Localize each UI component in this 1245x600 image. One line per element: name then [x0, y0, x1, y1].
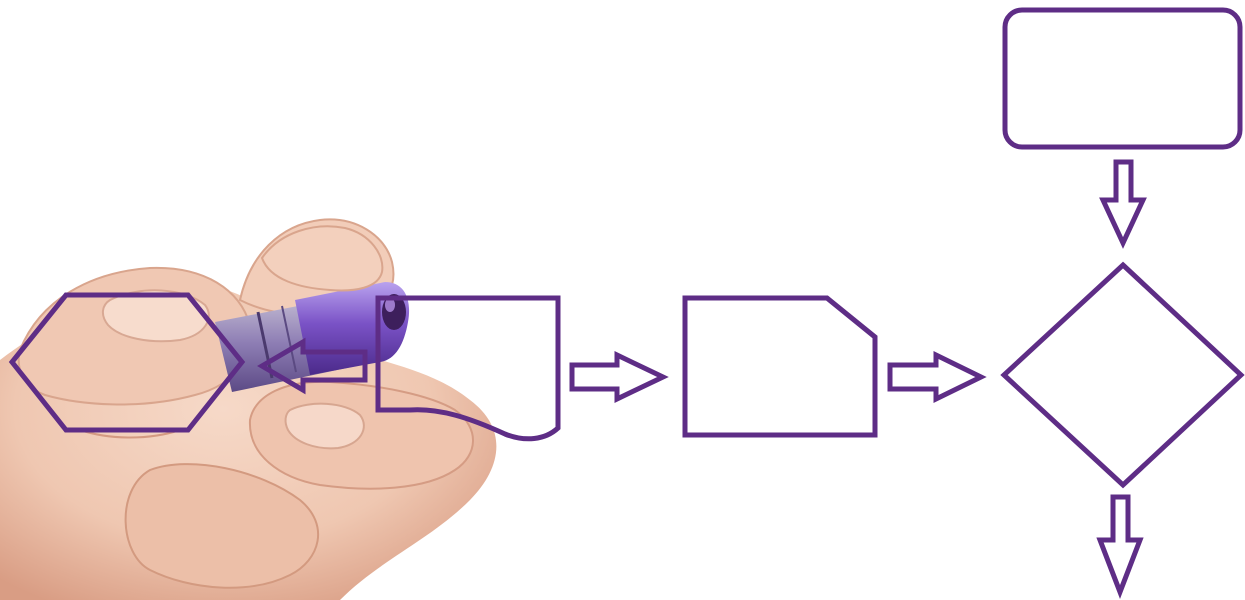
rounded-rect-shape [1002, 7, 1243, 150]
card-shape [682, 295, 878, 438]
marker-nib-highlight [385, 298, 395, 312]
knuckle-crease [79, 429, 181, 439]
thumb-nail [102, 289, 210, 343]
flowchart [8, 7, 1245, 599]
diamond-shape [1000, 261, 1245, 489]
arrow-card-to-diamond [887, 350, 987, 404]
hexagon-shape [8, 292, 246, 433]
document-shape [375, 295, 561, 442]
marker-ring [256, 311, 274, 379]
marker-ring-2 [281, 305, 297, 373]
middle-finger-nail [284, 402, 365, 450]
arrow-document-to-hexagon [257, 337, 368, 395]
index-finger-front [260, 225, 384, 292]
arrow-diamond-out [1096, 494, 1144, 599]
arrow-document-to-card [569, 351, 669, 403]
hand-with-marker [0, 218, 497, 600]
arrow-rect-to-diamond [1099, 159, 1147, 249]
hand-lower-finger [124, 463, 319, 589]
